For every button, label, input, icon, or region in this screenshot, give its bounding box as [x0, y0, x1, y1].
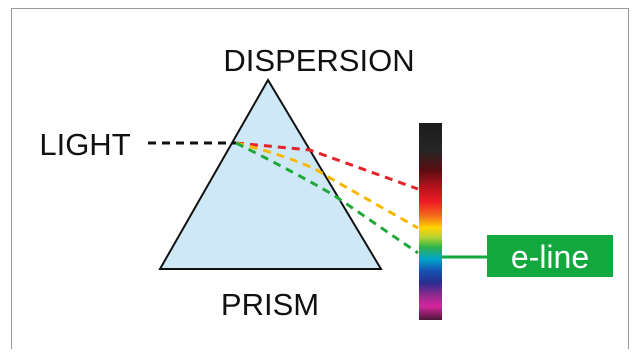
prism	[158, 78, 383, 270]
yellow-ray	[235, 141, 419, 230]
light-label: LIGHT	[39, 127, 130, 162]
diagram-title: DISPERSION	[223, 43, 414, 78]
e-line-label: e-line	[511, 239, 589, 275]
red-ray	[235, 141, 419, 191]
spectrum-strip	[419, 123, 442, 320]
frame-border	[11, 8, 629, 349]
green-ray	[235, 141, 419, 255]
e-line-label-box	[487, 235, 613, 277]
prism-label: PRISM	[221, 287, 319, 322]
